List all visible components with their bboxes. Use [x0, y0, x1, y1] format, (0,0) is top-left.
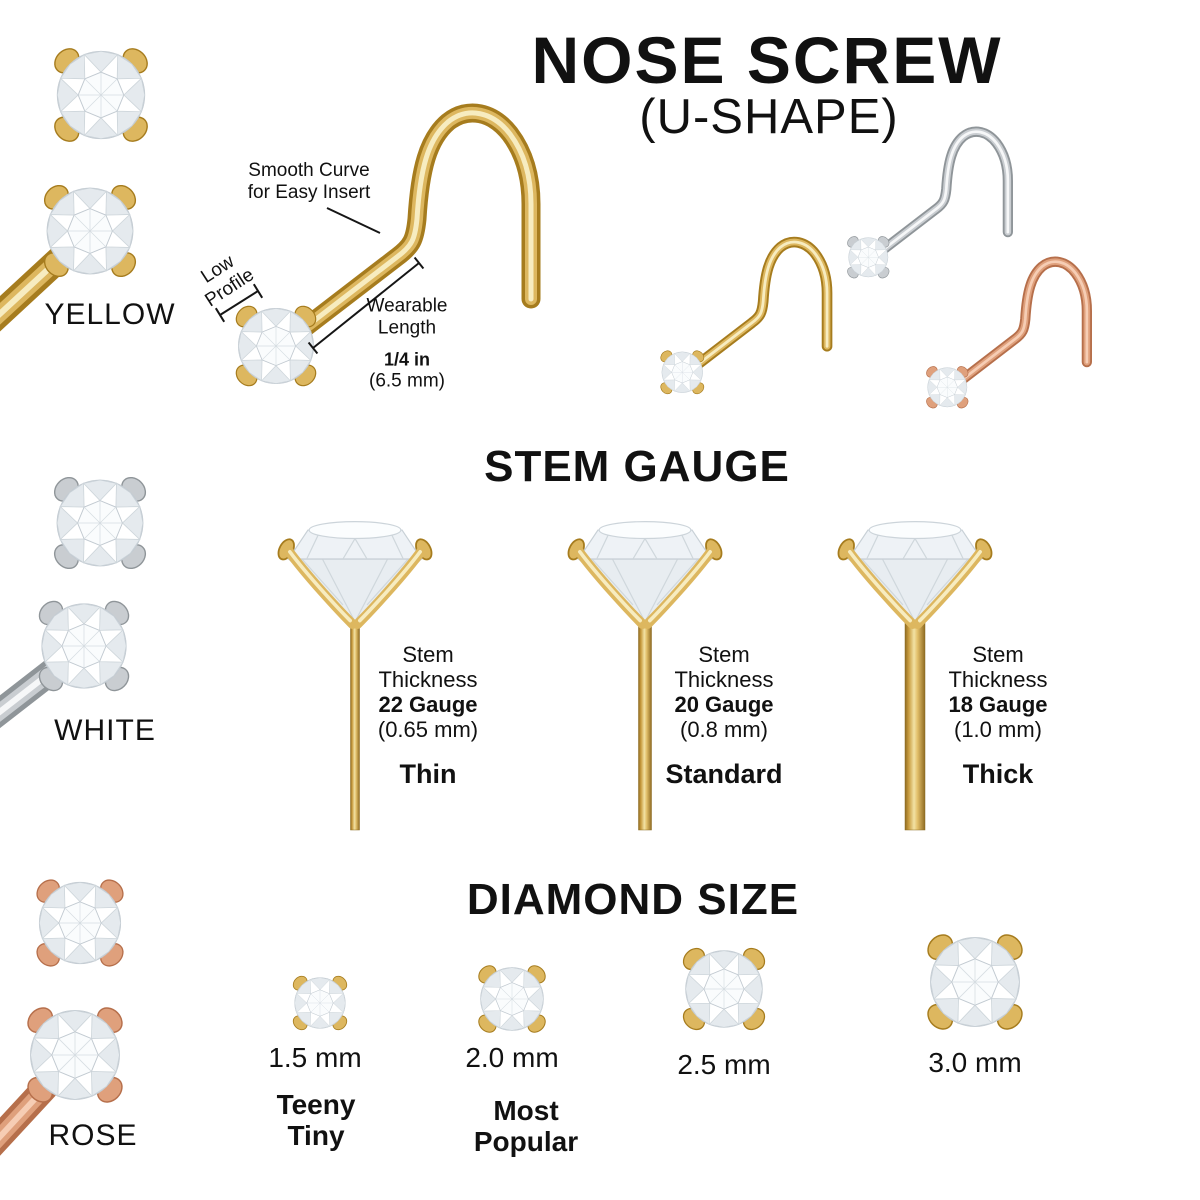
- gauge-text-18: Stem Thickness 18 Gauge (1.0 mm) Thick: [948, 642, 1048, 789]
- annotation-smooth-curve: Smooth Curve for Easy Insert: [247, 160, 371, 203]
- annotation-wearable-length: Wearable Length 1/4 in (6.5 mm): [366, 295, 448, 392]
- wearable-length-value: 1/4 in: [383, 349, 431, 370]
- page-subtitle: (U-SHAPE): [639, 90, 899, 144]
- rose-stud-top-icon: [31, 874, 129, 972]
- size-diamond-2-0mm-icon: [474, 961, 550, 1037]
- metal-label-white: WHITE: [54, 714, 156, 747]
- size-diamond-3-0mm-icon: [922, 929, 1028, 1035]
- small-screw-yellow-icon: [658, 242, 827, 397]
- gauge-text-22: Stem Thickness 22 Gauge (0.65 mm) Thin: [377, 642, 479, 789]
- rose-stud-side-icon: [0, 1002, 128, 1156]
- gauge-figure-22-icon: [275, 522, 434, 831]
- white-stud-side-icon: [0, 596, 134, 729]
- size-diamond-2-5mm-icon: [678, 943, 770, 1035]
- small-screw-rose-icon: [924, 262, 1087, 411]
- size-note-teeny-tiny: Teeny Tiny: [276, 1089, 356, 1151]
- gauge-figure-20-icon: [565, 522, 724, 831]
- white-stud-top-icon: [49, 472, 151, 574]
- page-title: NOSE SCREW: [531, 23, 1003, 97]
- gauge-text-20: Stem Thickness 20 Gauge (0.8 mm) Standar…: [665, 642, 783, 789]
- yellow-stud-top-icon: [49, 43, 153, 147]
- size-label-2-5mm: 2.5 mm: [677, 1049, 771, 1080]
- small-screw-white-icon: [845, 132, 1008, 281]
- size-label-1-5mm: 1.5 mm: [268, 1042, 362, 1073]
- annotation-lines: [214, 207, 425, 355]
- size-diamond-1-5mm-icon: [290, 973, 350, 1033]
- stem-gauge-heading: STEM GAUGE: [484, 442, 790, 491]
- wearable-length-metric: (6.5 mm): [368, 370, 445, 392]
- diamond-size-heading: DIAMOND SIZE: [466, 875, 800, 924]
- gauge-figure-18-icon: [835, 522, 994, 831]
- yellow-stud-side-icon: [0, 180, 141, 332]
- size-label-3-0mm: 3.0 mm: [928, 1047, 1022, 1078]
- size-label-2-0mm: 2.0 mm: [465, 1042, 559, 1073]
- metal-label-yellow: YELLOW: [44, 298, 176, 331]
- metal-label-rose: ROSE: [48, 1119, 138, 1152]
- size-note-most-popular: Most Popular: [473, 1095, 579, 1157]
